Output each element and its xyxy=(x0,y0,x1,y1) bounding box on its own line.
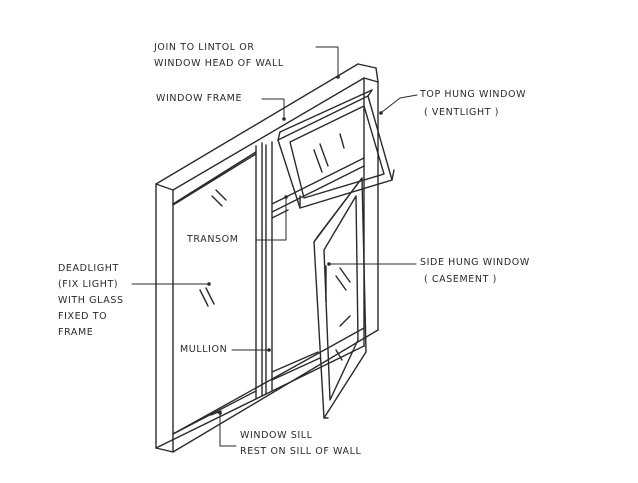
label-join-lintel-line1: JOIN TO LINTOL OR xyxy=(154,42,255,53)
leader-lines xyxy=(131,46,418,447)
label-top-hung-line2: ( VENTLIGHT ) xyxy=(424,107,500,118)
window-frame-outline xyxy=(155,63,379,453)
label-side-hung-line2: ( CASEMENT ) xyxy=(424,274,497,285)
label-mullion: MULLION xyxy=(180,344,228,355)
label-deadlight-line5: FRAME xyxy=(58,327,94,338)
label-top-hung-line1: TOP HUNG WINDOW xyxy=(420,89,527,100)
lower-right-opening xyxy=(271,315,351,381)
leader-dots xyxy=(207,75,383,415)
side-hung-casement xyxy=(313,177,367,419)
label-join-lintel-line2: WINDOW HEAD OF WALL xyxy=(154,58,284,69)
label-deadlight-line2: (FIX LIGHT) xyxy=(58,279,119,290)
label-side-hung-line1: SIDE HUNG WINDOW xyxy=(420,257,530,268)
label-deadlight-line1: DEADLIGHT xyxy=(58,263,119,274)
label-deadlight-line3: WITH GLASS xyxy=(58,295,124,306)
label-deadlight-line4: FIXED TO xyxy=(58,311,108,322)
top-hung-window xyxy=(277,89,395,209)
label-sill-line2: REST ON SILL OF WALL xyxy=(240,446,362,457)
mullion-member xyxy=(255,141,273,399)
label-window-frame: WINDOW FRAME xyxy=(156,93,243,104)
deadlight-glass xyxy=(172,153,257,435)
label-transom: TRANSOM xyxy=(187,234,239,245)
label-sill-line1: WINDOW SILL xyxy=(240,430,313,441)
